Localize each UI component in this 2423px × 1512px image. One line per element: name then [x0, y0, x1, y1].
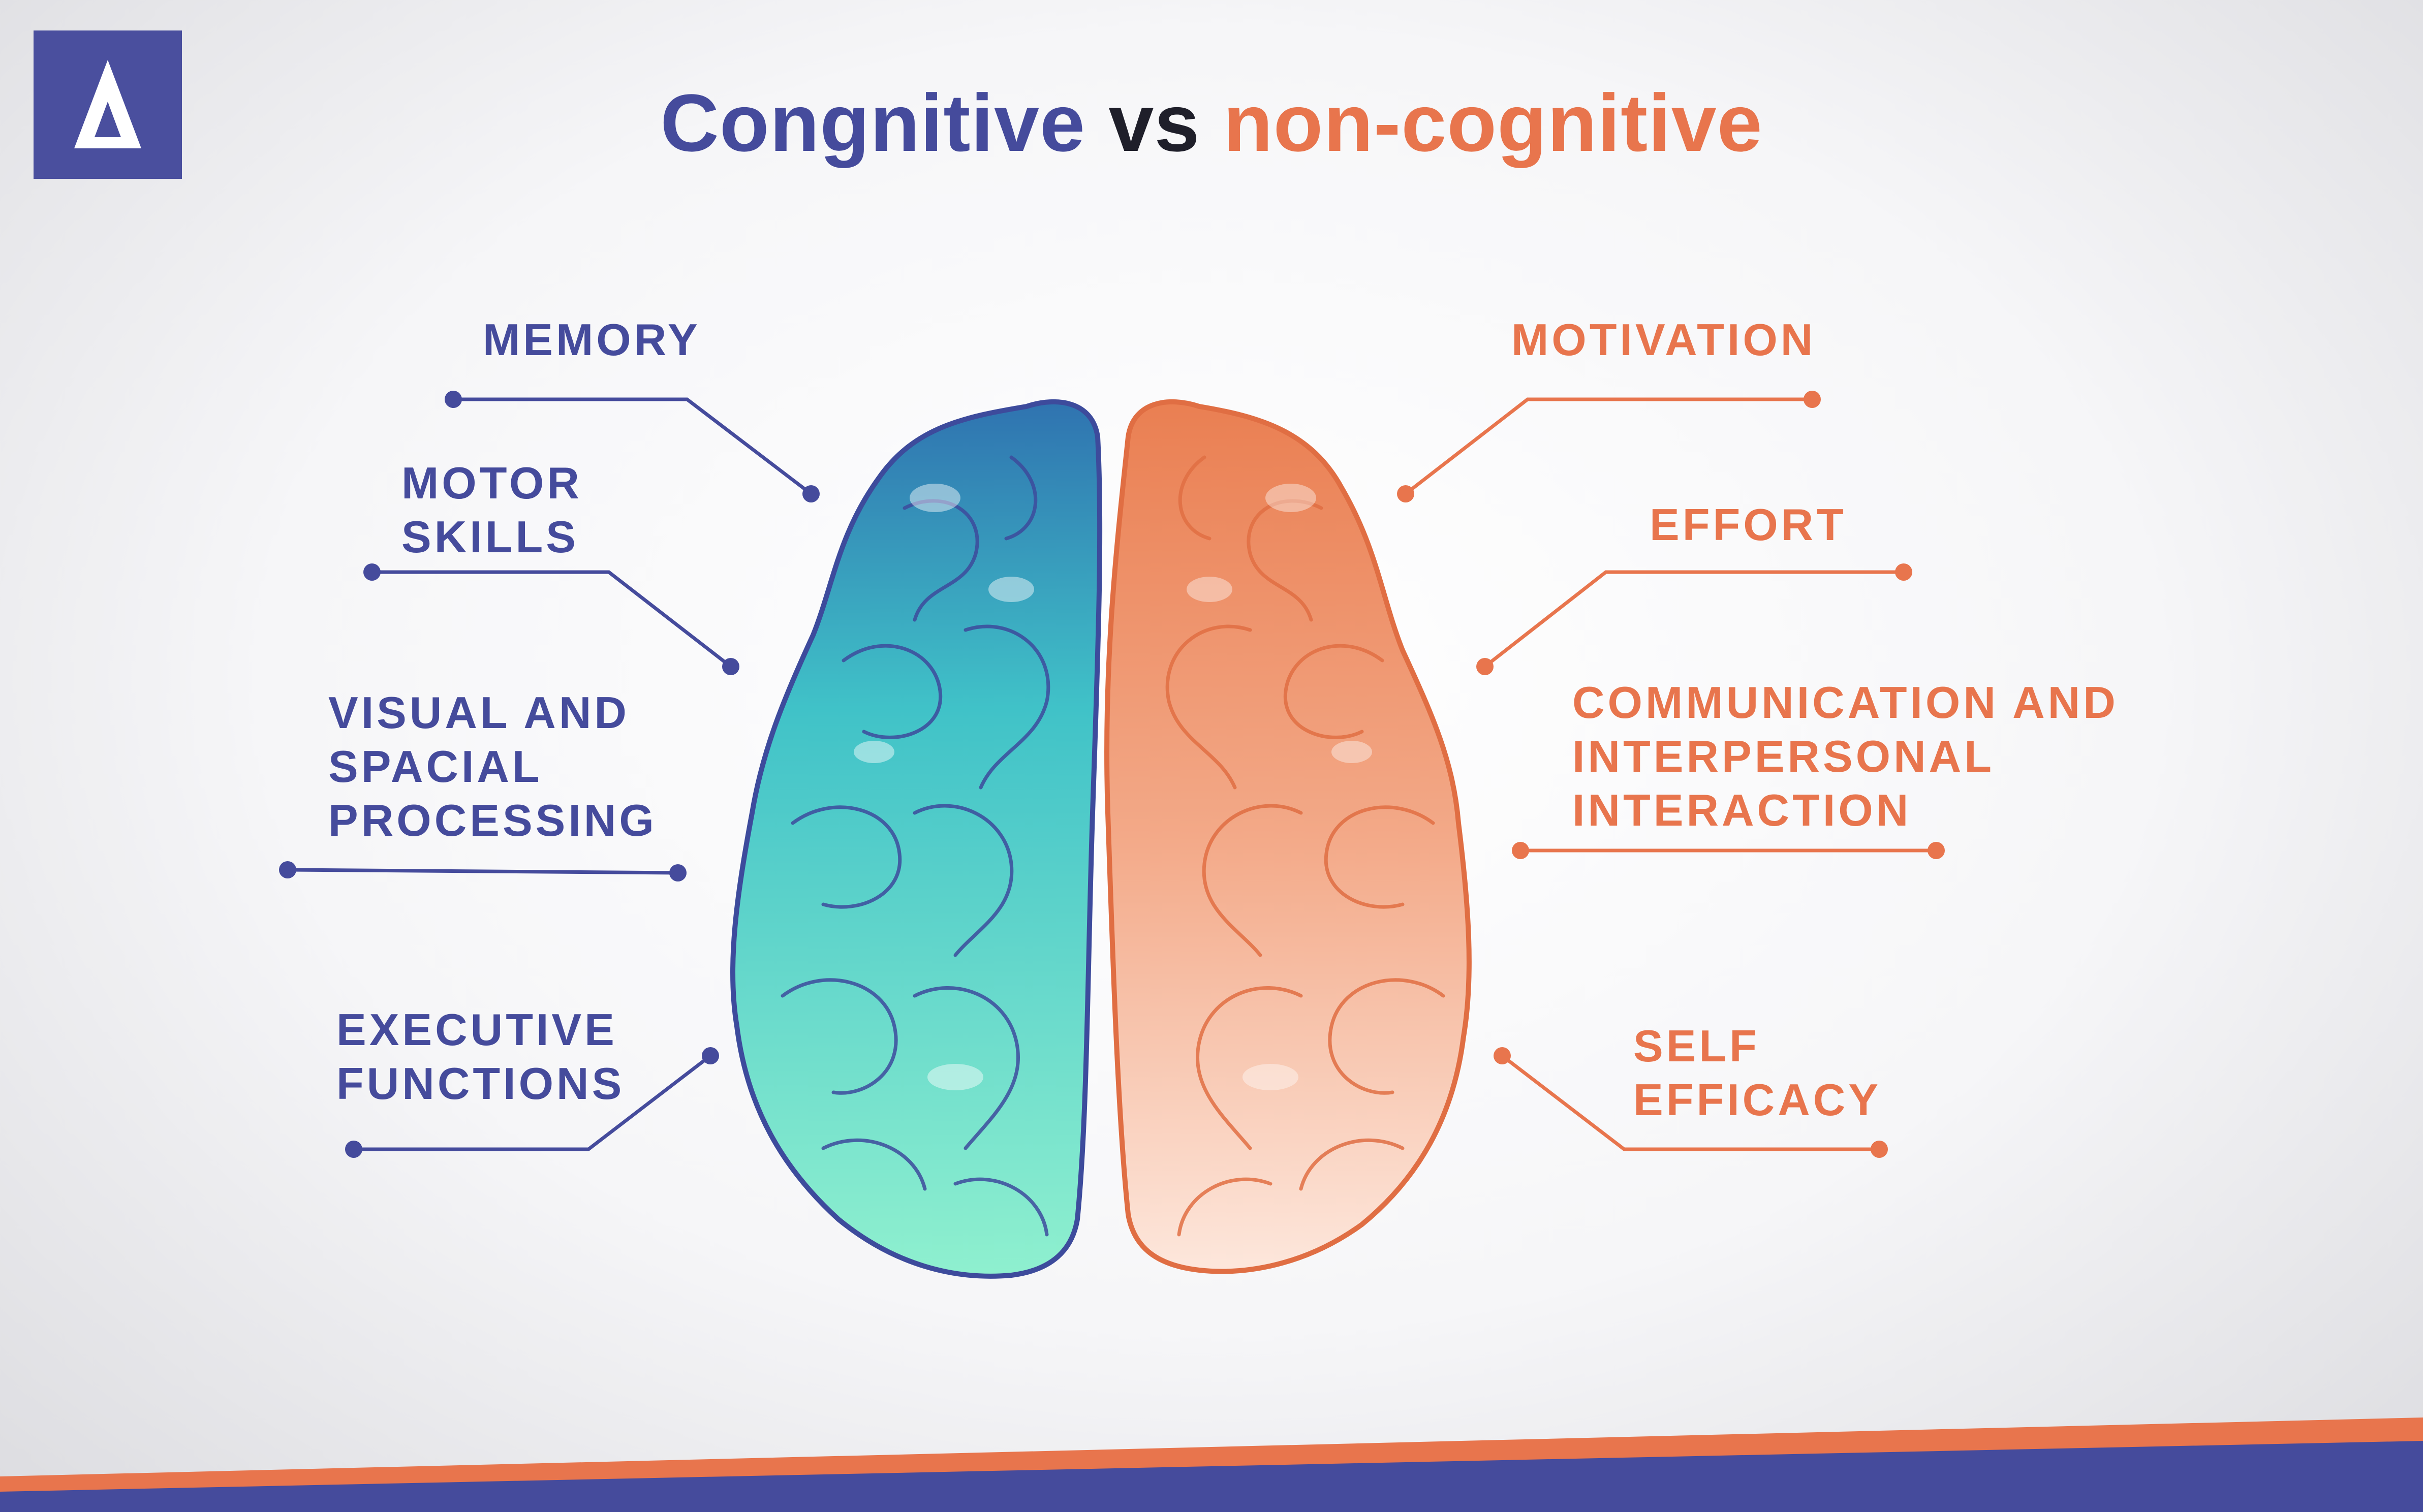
title-noncognitive: non-cognitive: [1223, 77, 1763, 168]
label-visual-spacial-processing: VISUAL AND SPACIAL PROCESSING: [328, 687, 657, 845]
noncognitive-connectors: [1404, 397, 1936, 1151]
brain-right-hemisphere: [1104, 399, 1472, 1274]
label-motivation: MOTIVATION: [1511, 314, 1816, 365]
label-communication-interpersonal-interaction: COMMUNICATION AND INTERPERSONAL INTERACT…: [1572, 677, 2119, 835]
cognitive-connectors: [287, 397, 813, 1151]
label-effort: EFFORT: [1650, 499, 1847, 550]
label-self-efficacy: SELF EFFICACY: [1633, 1021, 1881, 1125]
label-memory: MEMORY: [483, 314, 701, 365]
logo-mark-icon: [74, 60, 141, 148]
brain-left-hemisphere: [730, 399, 1103, 1279]
page-title: Congnitive vs non-cognitive: [0, 76, 2423, 170]
label-executive-functions: EXECUTIVE FUNCTIONS: [336, 1004, 625, 1109]
logo: [34, 30, 182, 179]
bottom-stripe-blue: [0, 1441, 2423, 1512]
label-motor-skills: MOTOR SKILLS: [401, 458, 582, 562]
title-vs: vs: [1108, 77, 1200, 168]
title-cognitive: Congnitive: [660, 77, 1085, 168]
